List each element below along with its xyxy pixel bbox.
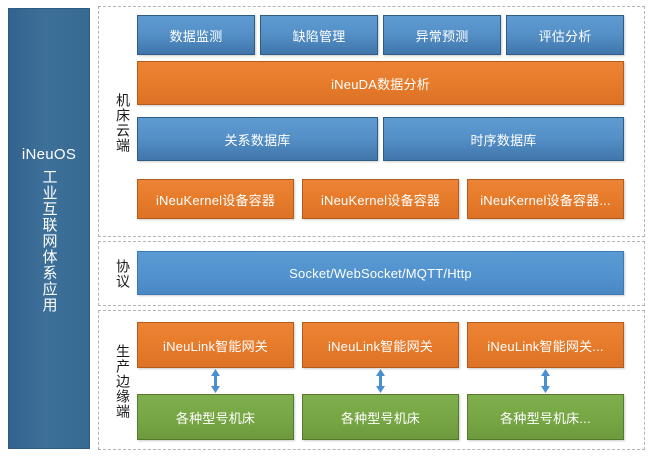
brand-title: iNeuOS — [21, 145, 77, 163]
section-cloud: 机床云端 数据监测 缺陷管理 异常预测 评估分析 iNeuDA数据分析 关系数据… — [98, 6, 645, 237]
cloud-analytics-band[interactable]: iNeuDA数据分析 — [137, 61, 624, 105]
edge-gateway-2[interactable]: iNeuLink智能网关 — [302, 322, 459, 368]
edge-gateway-1[interactable]: iNeuLink智能网关 — [137, 322, 294, 368]
cloud-container-2[interactable]: iNeuKernel设备容器 — [302, 179, 459, 219]
section-cloud-label: 机床云端 — [115, 93, 131, 153]
cloud-app-anomaly-prediction[interactable]: 异常预测 — [383, 15, 501, 55]
edge-gateway-3[interactable]: iNeuLink智能网关... — [467, 322, 624, 368]
brand-subtitle: 工业互联网体系应用 — [40, 168, 58, 313]
section-protocol: 协议 Socket/WebSocket/MQTT/Http — [98, 241, 645, 306]
edge-machine-1[interactable]: 各种型号机床 — [137, 394, 294, 440]
edge-machine-3[interactable]: 各种型号机床... — [467, 394, 624, 440]
cloud-app-data-monitoring[interactable]: 数据监测 — [137, 15, 255, 55]
double-headed-vertical-arrow-icon-3 — [540, 369, 551, 393]
cloud-container-1[interactable]: iNeuKernel设备容器 — [137, 179, 294, 219]
double-headed-vertical-arrow-icon-1 — [210, 369, 221, 393]
cloud-db-timeseries[interactable]: 时序数据库 — [383, 117, 624, 161]
section-protocol-label: 协议 — [115, 259, 131, 289]
cloud-app-assessment-analysis[interactable]: 评估分析 — [506, 15, 624, 55]
protocol-band[interactable]: Socket/WebSocket/MQTT/Http — [137, 251, 624, 295]
section-edge-label: 生产边缘端 — [115, 343, 131, 419]
cloud-app-defect-management[interactable]: 缺陷管理 — [260, 15, 378, 55]
double-headed-vertical-arrow-icon-2 — [375, 369, 386, 393]
cloud-db-relational[interactable]: 关系数据库 — [137, 117, 378, 161]
section-edge: 生产边缘端 iNeuLink智能网关 iNeuLink智能网关 iNeuLink… — [98, 310, 645, 450]
cloud-container-3[interactable]: iNeuKernel设备容器... — [467, 179, 624, 219]
edge-machine-2[interactable]: 各种型号机床 — [302, 394, 459, 440]
product-banner: iNeuOS 工业互联网体系应用 — [8, 8, 90, 449]
